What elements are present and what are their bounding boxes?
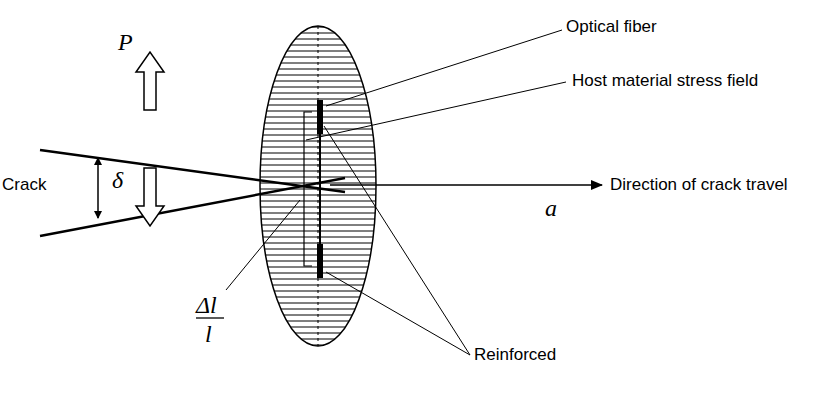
part-label: Optical fiber bbox=[566, 18, 657, 35]
part-label: Host material stress field bbox=[572, 72, 758, 89]
leader-line bbox=[226, 200, 300, 290]
center-line bbox=[318, 26, 319, 346]
fiber-segment bbox=[317, 244, 323, 278]
crack-face bbox=[40, 178, 345, 236]
opening-arrow bbox=[97, 158, 99, 218]
optical-fiber bbox=[319, 134, 321, 244]
stress-field bbox=[260, 26, 376, 346]
leader-line bbox=[306, 82, 566, 140]
part-label: Reinforced bbox=[474, 346, 556, 363]
direction-label: Direction of crack travel bbox=[610, 176, 788, 193]
leader-line bbox=[326, 272, 470, 355]
leader-line bbox=[326, 30, 562, 106]
dimension-symbol: a bbox=[545, 196, 557, 220]
leader-line bbox=[324, 126, 470, 355]
opening-symbol: δ bbox=[112, 168, 123, 192]
fiber-segment bbox=[317, 100, 323, 134]
strain-numerator: Δl bbox=[196, 293, 217, 317]
load-arrow bbox=[136, 168, 164, 226]
load-arrow bbox=[136, 52, 164, 110]
crack-label: Crack bbox=[2, 176, 46, 193]
gauge-bracket bbox=[304, 112, 312, 266]
load-label: P bbox=[118, 30, 133, 54]
strain-denominator: l bbox=[205, 322, 212, 346]
fraction-bar bbox=[196, 317, 224, 318]
direction-arrow bbox=[330, 184, 602, 186]
